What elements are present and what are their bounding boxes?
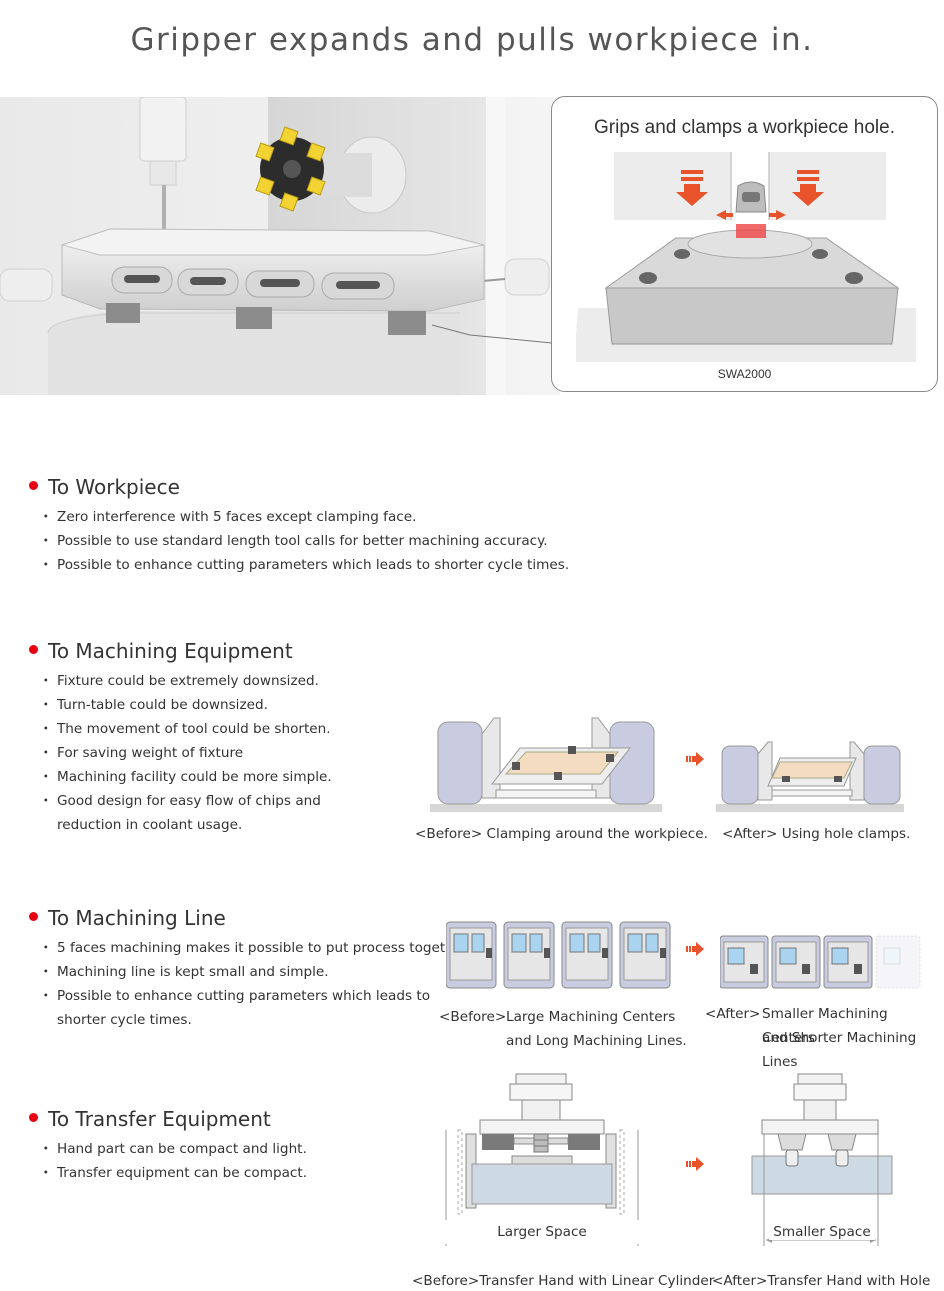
red-bullet-icon bbox=[29, 1113, 38, 1122]
list-item: reduction in coolant usage. bbox=[57, 817, 243, 833]
before-machining-line-illustration bbox=[446, 921, 671, 989]
down-arrow-icon bbox=[792, 170, 824, 206]
list-item: Turn-table could be downsized. bbox=[39, 693, 332, 717]
bullet-list: Zero interference with 5 faces except cl… bbox=[39, 505, 569, 577]
bullet-list: Hand part can be compact and light. Tran… bbox=[39, 1137, 307, 1185]
list-item: Machining line is kept small and simple. bbox=[39, 960, 471, 984]
line-before-tag: <Before> bbox=[439, 1009, 507, 1025]
callout-title: Grips and clamps a workpiece hole. bbox=[594, 117, 895, 138]
list-item: Good design for easy flow of chips and bbox=[39, 789, 332, 813]
red-bullet-icon bbox=[29, 481, 38, 490]
before-transfer-hand-illustration bbox=[445, 1073, 639, 1246]
list-item: Possible to enhance cutting parameters w… bbox=[39, 553, 569, 577]
after-turntable-illustration bbox=[716, 741, 904, 812]
list-item: Zero interference with 5 faces except cl… bbox=[39, 505, 569, 529]
hole-clamp-render bbox=[576, 152, 916, 362]
list-item: Hand part can be compact and light. bbox=[39, 1137, 307, 1161]
larger-space-label: Larger Space bbox=[440, 1220, 644, 1244]
section-heading: To Workpiece bbox=[29, 475, 569, 499]
smaller-space-label: Smaller Space bbox=[748, 1220, 896, 1244]
section-heading: To Machining Equipment bbox=[29, 639, 332, 663]
section-heading: To Transfer Equipment bbox=[29, 1107, 307, 1131]
section-heading: To Machining Line bbox=[29, 906, 471, 930]
list-item: Possible to use standard length tool cal… bbox=[39, 529, 569, 553]
line-after-tag: <After> bbox=[705, 1006, 761, 1022]
red-arrow-icon bbox=[686, 752, 704, 766]
red-arrow-icon bbox=[686, 942, 704, 956]
before-turntable-illustration bbox=[430, 717, 662, 812]
list-item: For saving weight of fixture bbox=[39, 741, 332, 765]
bullet-list: Fixture could be extremely downsized. Tu… bbox=[39, 669, 332, 837]
list-item: shorter cycle times. bbox=[57, 1012, 192, 1028]
section-machining-equipment: To Machining Equipment Fixture could be … bbox=[29, 639, 332, 837]
equipment-before-caption: <Before> Clamping around the workpiece. bbox=[415, 826, 708, 842]
list-item: The movement of tool could be shorten. bbox=[39, 717, 332, 741]
after-transfer-hand-illustration bbox=[751, 1073, 893, 1246]
transfer-after-caption: <After>Transfer Hand with Hole Clamp bbox=[712, 1273, 931, 1289]
section-workpiece: To Workpiece Zero interference with 5 fa… bbox=[29, 475, 569, 577]
fixture-render bbox=[0, 96, 560, 395]
after-machining-line-illustration bbox=[720, 935, 921, 989]
line-after-line1: Smaller Machining Centers bbox=[762, 1006, 888, 1046]
hero-illustration bbox=[0, 96, 944, 395]
list-item: Fixture could be extremely downsized. bbox=[39, 669, 332, 693]
list-item: Machining facility could be more simple. bbox=[39, 765, 332, 789]
clamp-callout: Grips and clamps a workpiece hole. bbox=[551, 96, 938, 392]
page-title: Gripper expands and pulls workpiece in. bbox=[130, 22, 814, 58]
list-item: Possible to enhance cutting parameters w… bbox=[39, 984, 471, 1008]
line-after-line2: and Shorter Machining Lines bbox=[762, 1030, 917, 1070]
list-item: 5 faces machining makes it possible to p… bbox=[39, 936, 471, 960]
red-bullet-icon bbox=[29, 645, 38, 654]
section-transfer-equipment: To Transfer Equipment Hand part can be c… bbox=[29, 1107, 307, 1185]
line-after-caption: <After> Smaller Machining Centers and Sh… bbox=[705, 1002, 944, 1070]
red-bullet-icon bbox=[29, 912, 38, 921]
section-machining-line: To Machining Line 5 faces machining make… bbox=[29, 906, 471, 1032]
down-arrow-icon bbox=[676, 170, 708, 206]
transfer-before-caption: <Before>Transfer Hand with Linear Cylind… bbox=[412, 1273, 715, 1289]
line-before-line1: Large Machining Centers bbox=[506, 1009, 676, 1025]
red-arrow-icon bbox=[686, 1157, 704, 1171]
line-before-caption: <Before> Large Machining Centers and Lon… bbox=[439, 1005, 699, 1055]
equipment-after-caption: <After> Using hole clamps. bbox=[722, 826, 911, 842]
bullet-list: 5 faces machining makes it possible to p… bbox=[39, 936, 471, 1032]
list-item: Transfer equipment can be compact. bbox=[39, 1161, 307, 1185]
line-before-line2: and Long Machining Lines. bbox=[506, 1033, 687, 1049]
callout-caption: SWA2000 bbox=[717, 367, 772, 381]
